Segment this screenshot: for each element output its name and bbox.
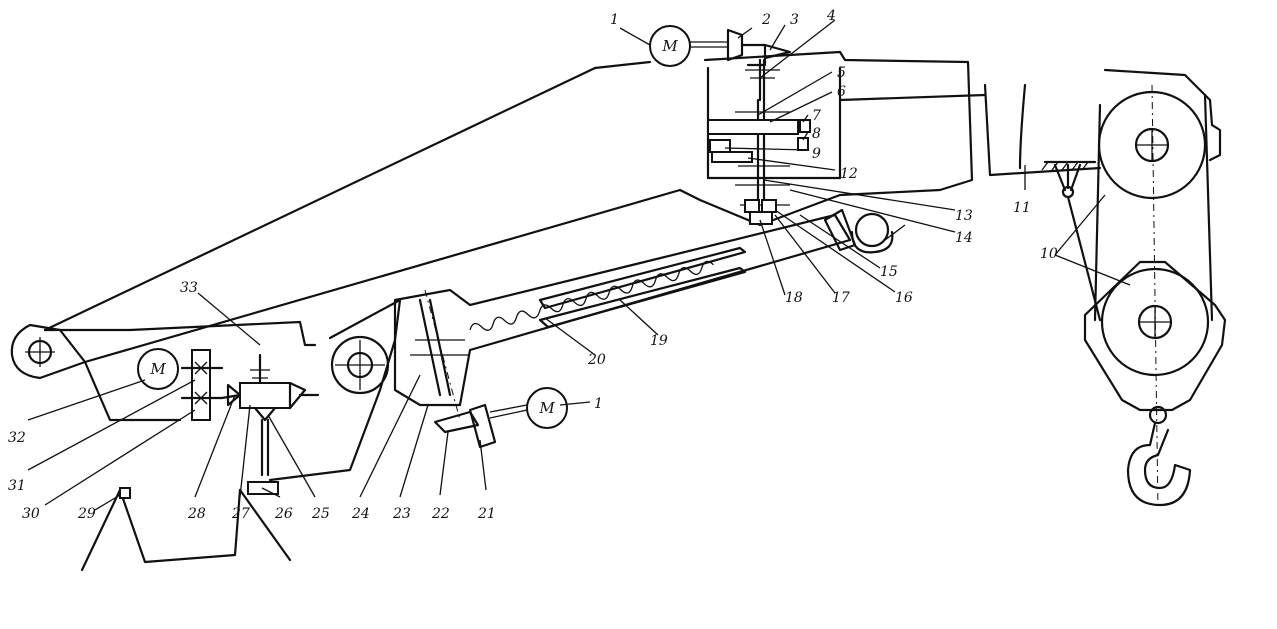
label-9: 9 (812, 146, 821, 162)
label-22: 22 (431, 506, 450, 522)
label-14: 14 (955, 230, 973, 246)
label-2: 2 (761, 12, 771, 28)
left-pivot (10, 323, 87, 380)
label-27: 27 (231, 506, 250, 522)
label-10: 10 (1040, 246, 1058, 262)
lower-right-motor-assembly: M (433, 387, 568, 449)
label-20: 20 (587, 352, 606, 368)
left-motor-symbol: M (149, 360, 166, 378)
right-motor (526, 387, 568, 429)
label-26: 26 (274, 506, 293, 522)
top-motor-symbol: M (661, 37, 678, 55)
top-motor-assembly: M (649, 25, 792, 102)
label-1-top: 1 (610, 12, 619, 28)
label-30: 30 (22, 506, 40, 522)
label-11: 11 (1013, 200, 1031, 216)
label-19: 19 (650, 333, 668, 349)
label-18: 18 (785, 290, 803, 306)
label-33: 33 (180, 280, 198, 296)
label-3: 3 (790, 12, 799, 28)
top-motor (649, 25, 691, 67)
leader-lines (27, 19, 1131, 511)
label-7: 7 (812, 108, 821, 124)
label-32: 32 (8, 430, 26, 446)
upper-boom (43, 50, 987, 364)
label-1-bottom: 1 (594, 396, 603, 412)
label-12: 12 (840, 166, 858, 182)
label-23: 23 (392, 506, 411, 522)
right-motor-symbol: M (538, 399, 555, 417)
label-25: 25 (311, 506, 330, 522)
cable-drum (850, 212, 894, 254)
label-13: 13 (955, 208, 973, 224)
label-8: 8 (812, 126, 821, 142)
lower-boom (43, 320, 382, 572)
label-15: 15 (880, 264, 898, 280)
part-labels: 1 2 3 4 5 6 7 8 9 10 11 12 13 14 15 16 1… (8, 8, 1058, 522)
screw-mechanism (393, 208, 857, 421)
label-28: 28 (187, 506, 206, 522)
label-17: 17 (832, 290, 850, 306)
label-29: 29 (77, 506, 96, 522)
label-31: 31 (8, 478, 26, 494)
lower-pulley (1100, 267, 1210, 377)
label-21: 21 (477, 506, 496, 522)
label-5: 5 (837, 65, 846, 81)
left-motor (137, 348, 179, 390)
hook-assembly (983, 68, 1227, 511)
lower-left-motor-assembly: M (119, 348, 320, 499)
label-24: 24 (351, 506, 370, 522)
label-4: 4 (826, 8, 836, 24)
label-16: 16 (895, 290, 913, 306)
middle-pivot (328, 298, 402, 395)
label-6: 6 (837, 84, 846, 100)
